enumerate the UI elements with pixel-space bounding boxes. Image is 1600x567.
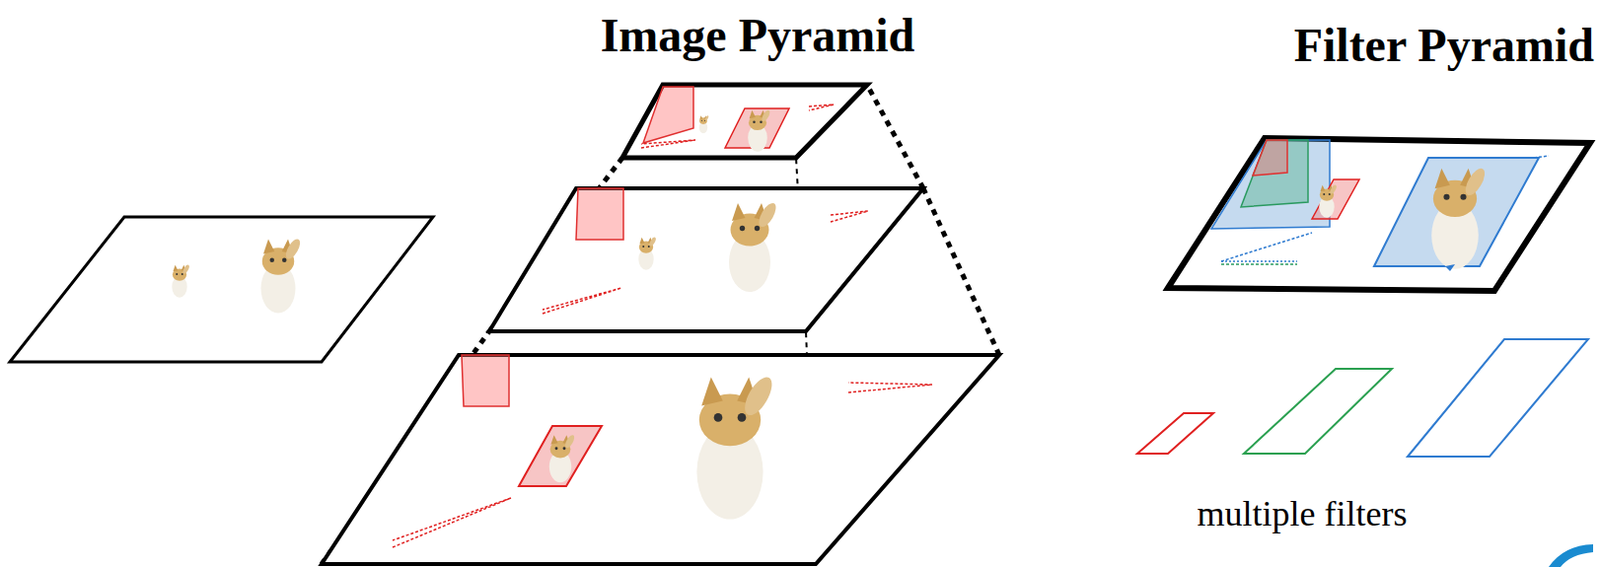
caption-note: multiple filters xyxy=(1197,493,1408,535)
section-title: Filter Pyramid xyxy=(1294,17,1595,73)
section-title: Image Pyramid xyxy=(600,7,916,63)
